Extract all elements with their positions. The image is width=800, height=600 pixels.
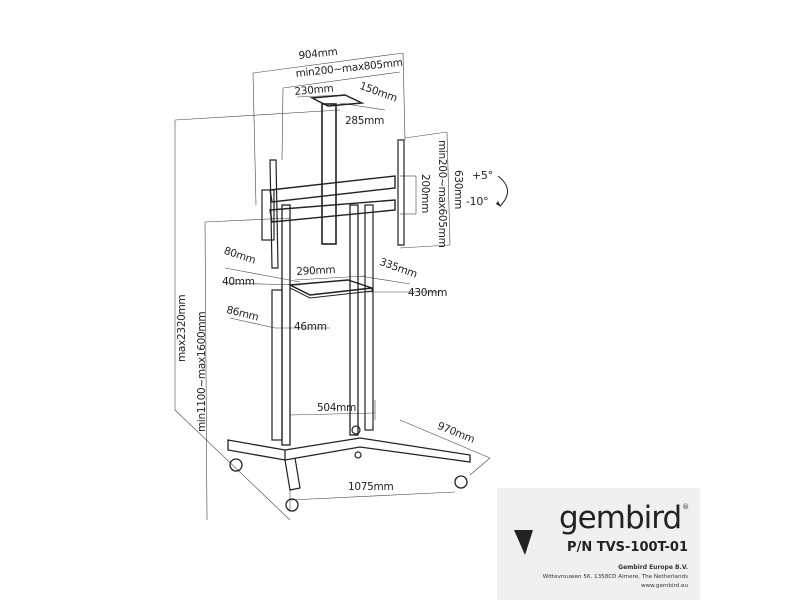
caster-wheel [285,498,299,512]
dim-bracket-height: 200mm [419,174,431,213]
dimension-lines [174,52,491,521]
dim-center-height-range: min1100~max1600mm [196,311,208,432]
company-address: Wittevrouwen 56, 1358CD Almere, The Neth… [542,574,688,580]
dim-shelf-outer: 430mm [408,287,447,299]
company-website: www.gembird.eu [640,583,688,589]
brand-label: gembird® P/N TVS-100T-01 Gembird Europe … [497,488,700,600]
part-number: P/N TVS-100T-01 [567,540,688,555]
caster-wheel [354,451,362,459]
brand-name: gembird [559,500,682,536]
gembird-logo-icon [514,505,533,555]
dim-shelf-width: 290mm [296,263,336,278]
dim-mount-height: 630mm [452,170,464,209]
caster-wheel [351,425,361,435]
caster-wheel [454,475,468,489]
dim-46: 46mm [294,321,327,333]
tilt-arrow-icon [497,175,508,207]
registered-mark: ® [682,503,690,511]
caster-wheel [229,458,243,472]
tilt-down-label: -10° [466,195,489,208]
tilt-up-label: +5° [472,169,493,182]
dim-top-bracket: 285mm [345,115,384,127]
company-name: Gembird Europe B.V. [618,564,688,571]
dim-base-width: 1075mm [348,481,394,493]
brand-wordmark: gembird® [559,498,689,538]
dim-inner-base: 504mm [317,402,356,414]
dim-40: 40mm [222,276,255,288]
dim-max-height: max2320mm [176,294,188,362]
dim-vesa-vertical: min200~max605mm [436,140,448,248]
